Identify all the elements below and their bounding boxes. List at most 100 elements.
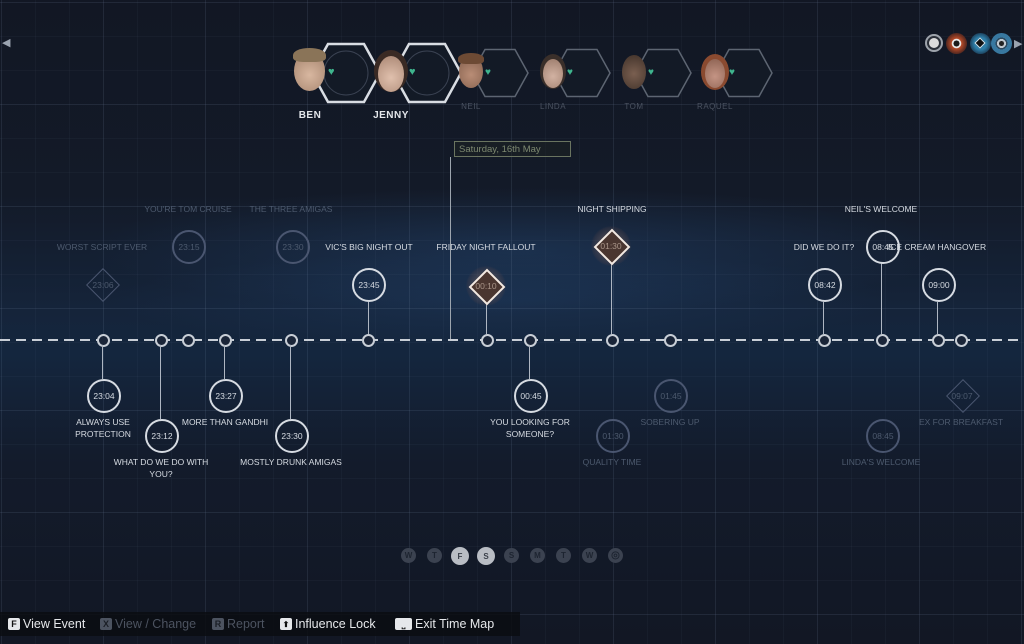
event-title: NIGHT SHIPPING — [577, 204, 647, 214]
event-title: VIC'S BIG NIGHT OUT — [325, 242, 413, 252]
influence-lock-button[interactable]: ⬆ Influence Lock — [280, 617, 376, 631]
key-shift-icon: ⬆ — [280, 618, 292, 630]
diamond-filter-button[interactable] — [970, 33, 991, 54]
event-time: 23:30 — [275, 419, 309, 453]
exit-time-map-button[interactable]: ⎵ Exit Time Map — [395, 617, 494, 631]
diamond-icon — [974, 37, 986, 49]
event-title: THE THREE AMIGAS — [249, 204, 333, 214]
event-connector — [529, 345, 530, 379]
character-raquel[interactable]: ♥ RAQUEL — [686, 48, 773, 118]
day-friday[interactable]: F — [451, 547, 469, 565]
event-title: WHAT DO WE DO WITH YOU? — [113, 457, 209, 479]
timeline-node[interactable] — [481, 334, 494, 347]
character-ben[interactable]: ♥ BEN — [274, 42, 382, 122]
control-label: Exit Time Map — [415, 617, 495, 631]
timeline-node[interactable] — [97, 334, 110, 347]
key-f-icon: F — [8, 618, 20, 630]
event-time: 23:04 — [87, 379, 121, 413]
report-button[interactable]: R Report — [212, 617, 265, 631]
timeline-node[interactable] — [664, 334, 677, 347]
event-connector — [224, 345, 225, 379]
event-connector — [486, 303, 487, 334]
control-label: Report — [227, 617, 265, 631]
event-connector — [823, 302, 824, 334]
event-connector — [611, 263, 612, 334]
key-r-icon: R — [212, 618, 224, 630]
event-title: LINDA'S WELCOME — [841, 457, 921, 467]
timeline-node[interactable] — [932, 334, 945, 347]
day-saturday[interactable]: S — [477, 547, 495, 565]
event-title: DID WE DO IT? — [793, 242, 855, 252]
event-title: SOBERING UP — [640, 417, 700, 427]
ring-filter-button[interactable] — [991, 33, 1012, 54]
event-title: YOU LOOKING FOR SOMEONE? — [490, 417, 570, 439]
timeline-node[interactable] — [818, 334, 831, 347]
event-time: 23:06 — [92, 280, 114, 290]
event-time: 00:10 — [475, 281, 497, 291]
day-sunday[interactable]: S — [504, 548, 519, 563]
scroll-left-arrow-icon[interactable]: ◀ — [2, 37, 11, 49]
event-time: 08:45 — [866, 419, 900, 453]
timeline-axis[interactable] — [0, 339, 1024, 341]
day-thursday[interactable]: T — [427, 548, 442, 563]
event-time: 00:45 — [514, 379, 548, 413]
event-connector — [160, 345, 161, 419]
character-neil[interactable]: ♥ NEIL — [442, 48, 529, 118]
event-time: 01:45 — [654, 379, 688, 413]
character-jenny[interactable]: ♥ JENNY — [355, 42, 463, 122]
day-wednesday[interactable]: W — [401, 548, 416, 563]
time-cursor-line[interactable] — [450, 157, 451, 340]
event-title: MOSTLY DRUNK AMIGAS — [240, 457, 342, 467]
timeline-node[interactable] — [182, 334, 195, 347]
heart-icon: ♥ — [409, 66, 416, 78]
timeline-node[interactable] — [524, 334, 537, 347]
event-time: 23:45 — [352, 268, 386, 302]
linda-portrait — [543, 59, 563, 88]
event-time: 08:45 — [866, 230, 900, 264]
control-label: View / Change — [115, 617, 197, 631]
event-time: 09:07 — [951, 391, 973, 401]
event-title: ALWAYS USE PROTECTION — [75, 417, 131, 439]
event-time: 01:30 — [596, 419, 630, 453]
control-label: Influence Lock — [295, 617, 376, 631]
timeline-node[interactable] — [362, 334, 375, 347]
event-title: QUALITY TIME — [582, 457, 642, 467]
heart-icon: ♥ — [485, 67, 491, 78]
character-linda[interactable]: ♥ LINDA — [524, 48, 611, 118]
jenny-portrait — [378, 56, 404, 92]
view-change-button[interactable]: X View / Change — [100, 617, 196, 631]
day-monday[interactable]: M — [530, 548, 545, 563]
timeline-node[interactable] — [955, 334, 968, 347]
heart-icon: ♥ — [567, 67, 573, 78]
event-time: 08:42 — [808, 268, 842, 302]
character-tom[interactable]: ♥ TOM — [605, 48, 692, 118]
character-name: JENNY — [373, 110, 409, 121]
event-title: NEIL'S WELCOME — [844, 204, 918, 214]
event-time: 09:00 — [922, 268, 956, 302]
date-marker: Saturday, 16th May — [454, 141, 571, 157]
day-tuesday[interactable]: T — [556, 548, 571, 563]
event-time: 23:12 — [145, 419, 179, 453]
character-name: RAQUEL — [697, 102, 733, 111]
scroll-right-arrow-icon[interactable]: ▶ — [1014, 38, 1023, 50]
timeline-node[interactable] — [606, 334, 619, 347]
timeline-node[interactable] — [219, 334, 232, 347]
timeline-node[interactable] — [876, 334, 889, 347]
view-event-button[interactable]: F View Event — [8, 617, 85, 631]
character-name: BEN — [298, 110, 322, 121]
ben-hair — [293, 48, 326, 62]
neil-hair — [458, 53, 484, 64]
day-wednesday-next[interactable]: W — [582, 548, 597, 563]
event-time: 23:27 — [209, 379, 243, 413]
event-title: ICE CREAM HANGOVER — [887, 242, 987, 252]
all-events-filter-button[interactable] — [925, 34, 943, 52]
character-name: NEIL — [461, 102, 481, 111]
tom-portrait — [622, 55, 646, 89]
day-end-marker[interactable]: ◎ — [608, 548, 623, 563]
timeline-node[interactable] — [155, 334, 168, 347]
orange-filter-button[interactable] — [946, 33, 967, 54]
timeline-node[interactable] — [285, 334, 298, 347]
event-connector — [368, 302, 369, 334]
